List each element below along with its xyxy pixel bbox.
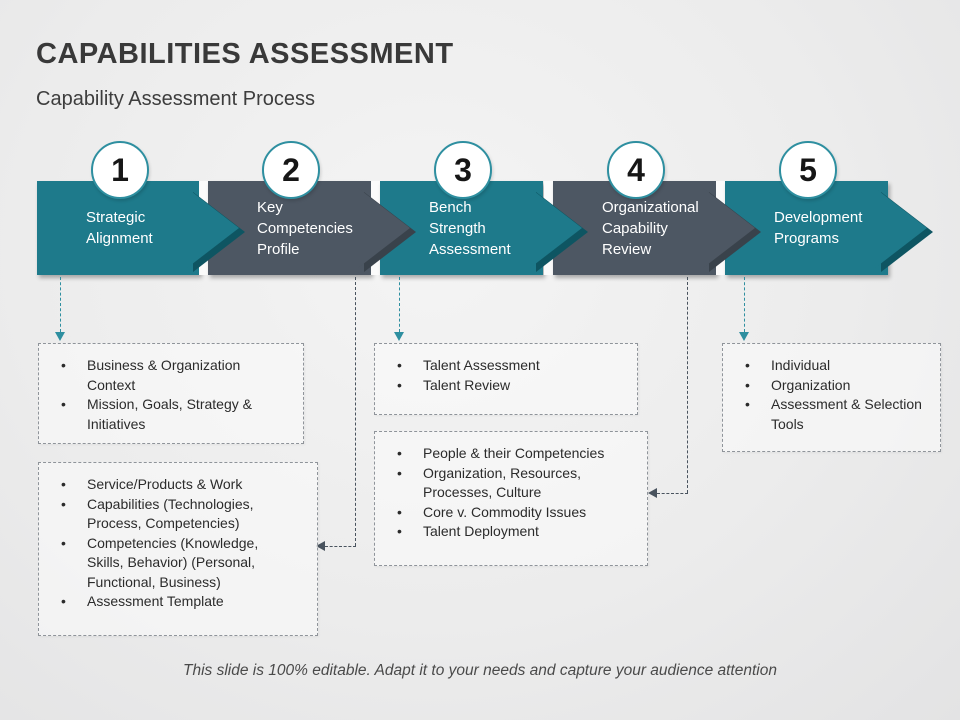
bullet-item: Competencies (Knowledge, Skills, Behavio… bbox=[39, 534, 317, 593]
bullet-item: Core v. Commodity Issues bbox=[375, 503, 647, 523]
bullet-list: People & their CompetenciesOrganization,… bbox=[375, 432, 647, 542]
step-number: 1 bbox=[111, 151, 129, 188]
bullet-item: Organization, Resources, Processes, Cult… bbox=[375, 464, 647, 503]
connector-step4-arrowhead-icon bbox=[648, 488, 657, 498]
bullet-list: Business & Organization ContextMission, … bbox=[39, 344, 303, 434]
note-box-organizational-capability: People & their CompetenciesOrganization,… bbox=[374, 431, 648, 566]
bullet-item: Mission, Goals, Strategy & Initiatives bbox=[39, 395, 303, 434]
note-box-key-competencies: Service/Products & WorkCapabilities (Tec… bbox=[38, 462, 318, 636]
connector-step2-arrowhead-icon bbox=[316, 541, 325, 551]
connector-step3-arrowhead-icon bbox=[394, 332, 404, 341]
step-number: 3 bbox=[454, 151, 472, 188]
step-number-badge: 2 bbox=[262, 141, 320, 199]
step-shape: Key Competencies Profile bbox=[208, 181, 371, 275]
bullet-item: People & their Competencies bbox=[375, 444, 647, 464]
bullet-item: Talent Review bbox=[375, 376, 637, 396]
step-shape: Strategic Alignment bbox=[37, 181, 200, 275]
process-step-1: Strategic Alignment 1 bbox=[37, 141, 245, 275]
connector-step2-hline bbox=[325, 546, 356, 547]
page-subtitle: Capability Assessment Process bbox=[36, 88, 316, 110]
bullet-item: Individual bbox=[723, 356, 940, 376]
bullet-list: Service/Products & WorkCapabilities (Tec… bbox=[39, 463, 317, 612]
bullet-item: Capabilities (Technologies, Process, Com… bbox=[39, 495, 317, 534]
step-number-badge: 3 bbox=[434, 141, 492, 199]
step-label: Organizational Capability Review bbox=[602, 198, 699, 258]
connector-step5-line bbox=[744, 277, 745, 332]
bullet-item: Service/Products & Work bbox=[39, 475, 317, 495]
bullet-item: Talent Assessment bbox=[375, 356, 637, 376]
step-number: 2 bbox=[282, 151, 300, 188]
step-number-badge: 5 bbox=[779, 141, 837, 199]
connector-step4-vline bbox=[687, 277, 688, 493]
bullet-item: Assessment & Selection Tools bbox=[723, 395, 940, 434]
connector-step2-vline bbox=[355, 277, 356, 546]
bullet-item: Organization bbox=[723, 376, 940, 396]
step-number-badge: 1 bbox=[91, 141, 149, 199]
step-label: Strategic Alignment bbox=[86, 209, 153, 247]
note-box-strategic-alignment: Business & Organization ContextMission, … bbox=[38, 343, 304, 444]
step-number: 4 bbox=[627, 151, 645, 188]
note-box-development-programs: IndividualOrganizationAssessment & Selec… bbox=[722, 343, 941, 452]
footer-note: This slide is 100% editable. Adapt it to… bbox=[183, 662, 777, 679]
connector-step1-line bbox=[60, 277, 61, 332]
step-label: Development Programs bbox=[774, 209, 863, 247]
connector-step1-arrowhead-icon bbox=[55, 332, 65, 341]
step-label: Key Competencies Profile bbox=[257, 198, 353, 258]
process-step-5: Development Programs 5 bbox=[716, 141, 933, 275]
bullet-list: IndividualOrganizationAssessment & Selec… bbox=[723, 344, 940, 434]
connector-step4-hline bbox=[657, 493, 688, 494]
bullet-item: Talent Deployment bbox=[375, 522, 647, 542]
step-number: 5 bbox=[799, 151, 817, 188]
step-number-badge: 4 bbox=[607, 141, 665, 199]
bullet-item: Assessment Template bbox=[39, 592, 317, 612]
bullet-list: Talent AssessmentTalent Review bbox=[375, 344, 637, 395]
note-box-bench-strength: Talent AssessmentTalent Review bbox=[374, 343, 638, 415]
connector-step3-line bbox=[399, 277, 400, 332]
page-title: CAPABILITIES ASSESSMENT bbox=[36, 38, 454, 70]
step-label: Bench Strength Assessment bbox=[429, 198, 511, 258]
bullet-item: Business & Organization Context bbox=[39, 356, 303, 395]
connector-step5-arrowhead-icon bbox=[739, 332, 749, 341]
